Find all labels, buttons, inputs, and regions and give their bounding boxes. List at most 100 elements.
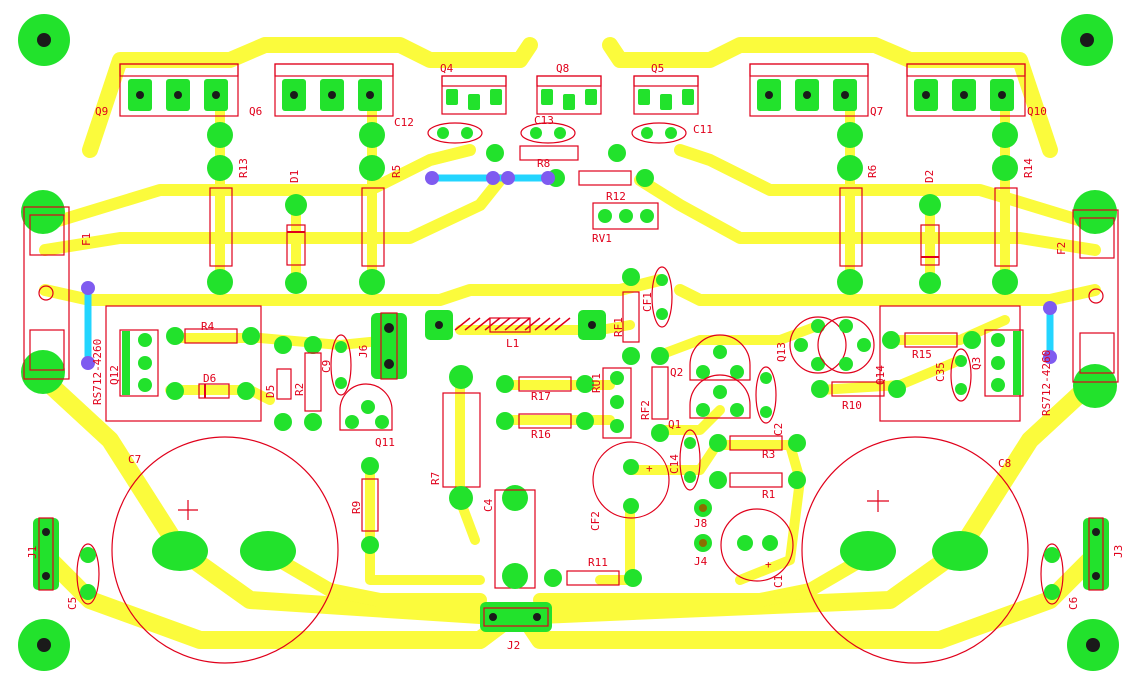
diode-d6 — [166, 382, 255, 400]
label-c7: C7 — [128, 453, 141, 466]
transistor-q9 — [119, 63, 239, 117]
label-d2: D2 — [923, 170, 936, 183]
transistor-q11 — [339, 383, 393, 431]
fuse-f2 — [1072, 190, 1119, 408]
transistor-q10 — [906, 63, 1026, 117]
resistor-r14 — [992, 122, 1018, 295]
label-c6: C6 — [1067, 597, 1080, 610]
label-r2: R2 — [293, 383, 306, 396]
mount-hole-tr — [1061, 14, 1113, 66]
label-q1: Q1 — [668, 418, 681, 431]
label-r13: R13 — [237, 158, 250, 178]
label-r12: R12 — [606, 190, 626, 203]
resistor-r4 — [166, 327, 260, 345]
capacitor-cf2 — [592, 441, 670, 519]
label-q14: Q14 — [874, 365, 887, 385]
label-rs-right: RS712-4260 — [1040, 350, 1053, 416]
label-c12: C12 — [394, 116, 414, 129]
transistor-q13 — [789, 316, 847, 374]
label-cf1: CF1 — [641, 292, 654, 312]
resistor-r8 — [486, 144, 626, 162]
label-q9: Q9 — [95, 105, 108, 118]
label-d5: D5 — [264, 385, 277, 398]
label-r1: R1 — [762, 488, 775, 501]
label-plus-cf2: + — [646, 462, 653, 475]
silkscreen-labels: Q9 Q6 Q4 Q8 Q5 Q7 Q10 C12 C13 C11 R8 R12… — [26, 62, 1125, 652]
resistor-r17 — [496, 375, 594, 393]
label-r17: R17 — [531, 390, 551, 403]
transistor-q1 — [689, 374, 751, 419]
transistor-q2 — [689, 334, 751, 381]
label-rs-left: RS712-4260 — [91, 339, 104, 405]
label-j3: J3 — [1112, 545, 1125, 558]
part-ru1 — [602, 367, 632, 439]
label-plus-c1: + — [765, 558, 772, 571]
resistor-r16 — [496, 412, 594, 430]
copper-traces — [36, 37, 1104, 649]
connector-j6 — [371, 312, 407, 380]
resistor-r11 — [544, 569, 642, 587]
connector-j4 — [694, 534, 712, 552]
label-d6: D6 — [203, 372, 216, 385]
capacitor-c4 — [494, 485, 536, 589]
label-q7: Q7 — [870, 105, 883, 118]
capacitor-c8 — [801, 436, 1029, 664]
resistor-r2 — [304, 336, 322, 431]
mount-hole-br — [1067, 619, 1119, 671]
label-f2: F2 — [1055, 242, 1068, 255]
transistor-q8 — [536, 75, 602, 115]
resistor-r13 — [207, 122, 233, 295]
label-q10: Q10 — [1027, 105, 1047, 118]
label-q3: Q3 — [970, 357, 983, 370]
label-l1: L1 — [506, 337, 519, 350]
capacitor-c7 — [111, 436, 339, 664]
connector-j2 — [480, 602, 552, 632]
label-j1: J1 — [26, 546, 39, 559]
transistor-q14 — [817, 316, 875, 374]
label-r11: R11 — [588, 556, 608, 569]
label-q13: Q13 — [775, 342, 788, 362]
left-mid-parts — [105, 305, 407, 554]
label-r3: R3 — [762, 448, 775, 461]
diode-d2 — [919, 194, 941, 294]
resistor-rf1 — [622, 268, 640, 365]
resistor-r6 — [837, 122, 863, 295]
resistor-r5 — [359, 122, 385, 295]
mount-hole-tl — [18, 14, 70, 66]
label-q5: Q5 — [651, 62, 664, 75]
centre-top-parts — [425, 122, 687, 230]
label-c8: C8 — [998, 457, 1011, 470]
inductor-l1 — [425, 310, 606, 340]
resistor-r1 — [709, 471, 806, 489]
label-r15: R15 — [912, 348, 932, 361]
label-r5: R5 — [390, 165, 403, 178]
transistor-q7 — [749, 63, 869, 117]
capacitor-c1 — [720, 508, 794, 582]
transistor-q5 — [633, 75, 699, 115]
mount-hole-bl — [18, 619, 70, 671]
label-rf2: RF2 — [639, 400, 652, 420]
capacitor-c2 — [755, 366, 777, 424]
label-q8: Q8 — [556, 62, 569, 75]
label-r10: R10 — [842, 399, 862, 412]
resistor-r7 — [442, 365, 481, 510]
label-j2: J2 — [507, 639, 520, 652]
capacitor-c6 — [1040, 543, 1064, 605]
label-q12: Q12 — [108, 365, 121, 385]
resistor-r3 — [709, 434, 806, 452]
label-j4: J4 — [694, 555, 708, 568]
label-f1: F1 — [80, 233, 93, 246]
capacitor-c5 — [76, 543, 100, 605]
resistor-r15 — [882, 331, 981, 349]
capacitor-cf1 — [651, 266, 673, 328]
label-r7: R7 — [429, 472, 442, 485]
connector-j8 — [694, 499, 712, 517]
centre-parts — [425, 266, 806, 589]
label-d1: D1 — [288, 170, 301, 183]
label-r6: R6 — [866, 165, 879, 178]
connector-j1 — [33, 517, 59, 591]
right-mid-parts — [789, 305, 1024, 422]
diode-d5 — [274, 336, 292, 431]
label-q4: Q4 — [440, 62, 454, 75]
